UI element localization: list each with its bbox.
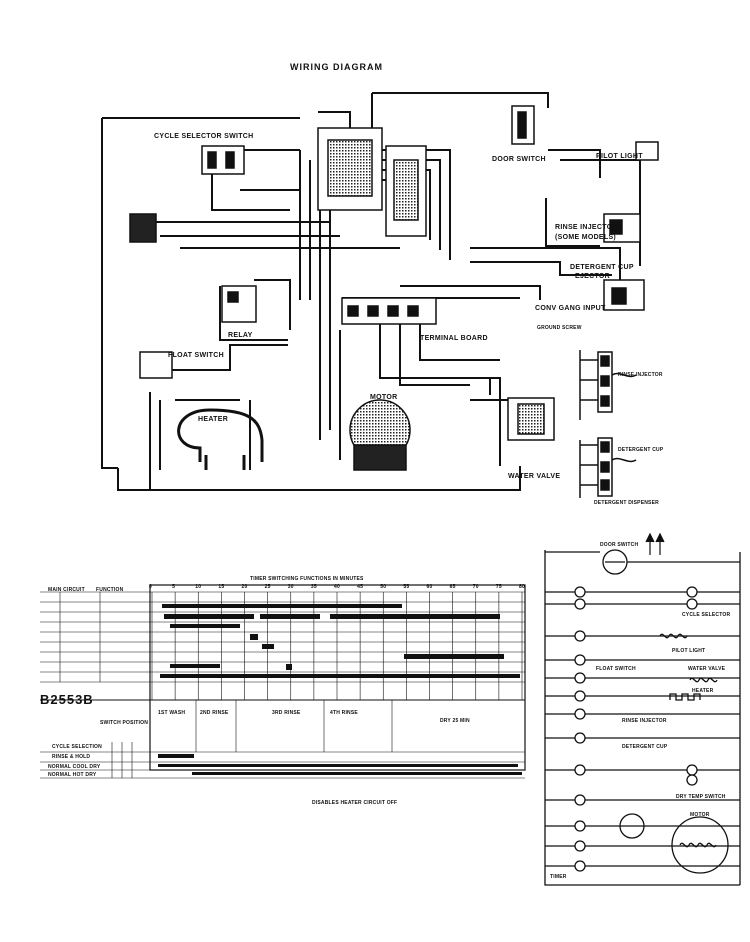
detergent-cup-label: DETERGENT CUP [570,264,634,271]
minute-tick-label: 5 [172,584,176,590]
schematic-float-switch: FLOAT SWITCH [596,666,636,672]
schematic-water-valve: WATER VALVE [688,666,726,672]
terminal-board-label: TERMINAL BOARD [420,335,488,342]
minute-tick-label: 35 [310,584,317,590]
motor-symbol [671,816,729,874]
wire-heater-loop [159,399,251,470]
schematic-motor: MOTOR [690,812,710,818]
wiring-diagram [101,92,641,491]
schematic-dry-temp-switch: DRY TEMP SWITCH [676,794,726,800]
stage-3rd-rinse: 3RD RINSE [272,710,301,716]
timer-motor-symbol [619,813,645,839]
relay-body [221,285,257,323]
minute-tick-label: 70 [472,584,479,590]
cycle-row-normal-cool-dry: NORMAL COOL DRY [48,764,101,770]
minute-tick-label: 45 [357,584,364,590]
inset-detergent-dispenser-label: DETERGENT DISPENSER [594,500,659,506]
cycle-selection-label: CYCLE SELECTION [52,744,102,750]
door-switch-label: DOOR SWITCH [492,156,546,163]
float-switch-body [139,351,173,379]
wire-harness-outer [101,117,521,491]
schematic-heater: HEATER [692,688,714,694]
wire-relay [219,279,291,341]
minute-tick-label: 55 [403,584,410,590]
model-number: B2553B [40,692,94,707]
timer-chart-header: TIMER SWITCHING FUNCTIONS IN MINUTES [250,576,364,582]
schematic-cycle-selector: CYCLE SELECTOR [682,612,731,618]
coil-symbols [659,633,718,701]
schematic-pilot-light: PILOT LIGHT [672,648,706,654]
water-valve-label: WATER VALVE [508,473,561,480]
relay-label: RELAY [228,332,253,339]
schematic-timer: TIMER [550,874,567,880]
minute-tick-label: 75 [495,584,502,590]
schematic-door-switch: DOOR SWITCH [600,542,639,548]
minute-tick-label: 50 [380,584,387,590]
cycle-row-rinse-hold: RINSE & HOLD [52,754,91,760]
inset-detergent-cup-label: DETERGENT CUP [618,447,664,453]
minute-tick-label: 20 [241,584,248,590]
heater-label: HEATER [198,416,229,423]
schematic-rail-right [545,551,741,885]
diagram-title: WIRING DIAGRAM [290,62,383,72]
wire-rinse [150,221,400,249]
stage-dry: DRY 25 MIN [440,718,470,724]
schematic [544,549,741,886]
stage-1st-wash: 1ST WASH [158,710,186,716]
selector-block [129,213,157,243]
minute-tick-label: 0 [149,584,152,590]
inset-rinse-injector-label: RINSE INJECTOR [618,372,663,378]
timer-col-function: FUNCTION [96,587,124,593]
wire-to-detergent-cup [470,247,621,285]
stage-2nd-rinse: 2ND RINSE [200,710,229,716]
float-switch-label: FLOAT SWITCH [168,352,224,359]
minute-tick-label: 10 [195,584,202,590]
minute-tick-label: 30 [287,584,294,590]
switch-position-label: SWITCH POSITION [100,720,148,726]
inset-diagram [579,350,637,498]
conv-gang-input-label: CONV GANG INPUT [535,305,606,312]
wire-float [140,344,288,371]
motor-label: MOTOR [370,394,398,401]
rinse-injector-label: RINSE INJECTOR [555,224,618,231]
minute-tick-label: 25 [264,584,271,590]
timer-grid-columns [151,592,523,700]
pilot-light-body [635,141,659,161]
cycle-row-normal-hot-dry: NORMAL HOT DRY [48,772,97,778]
wire-motor-bundle [299,150,341,460]
minute-tick-label: 65 [449,584,456,590]
minute-tick-label: 60 [426,584,433,590]
cycle-selector-switch-label: CYCLE SELECTOR SWITCH [154,133,254,140]
timer-grid-rows [40,591,525,779]
pilot-light-label: PILOT LIGHT [596,153,643,160]
components [129,105,659,471]
detergent-cup-ejector-label: EJECTOR [575,273,611,280]
wire-terminal-board-down [379,320,501,466]
schematic-arrows [645,532,665,555]
timer-bars [158,604,522,775]
wire-selector [211,149,300,211]
rinse-injector-note: (SOME MODELS) [555,234,617,241]
wire-center-bundle [350,149,451,260]
heater-element [177,408,264,462]
timer-col-main-circuit: MAIN CIRCUIT [48,587,85,593]
timer-chart [40,584,526,779]
stage-4th-rinse: 4TH RINSE [330,710,358,716]
minute-tick-label: 15 [218,584,225,590]
schematic-rungs [545,591,740,867]
schematic-detergent-cup: DETERGENT CUP [622,744,668,750]
minute-tick-label: 40 [334,584,340,590]
minute-tick-label: 80 [519,584,525,590]
wire-water-valve [470,378,520,401]
schematic-rinse-injector: RINSE INJECTOR [622,718,667,724]
schematic-rail-left [544,550,740,886]
schematic-nodes [574,586,698,872]
ground-screw-label: GROUND SCREW [537,325,582,331]
timer-footer-note: DISABLES HEATER CIRCUIT OFF [312,800,398,806]
